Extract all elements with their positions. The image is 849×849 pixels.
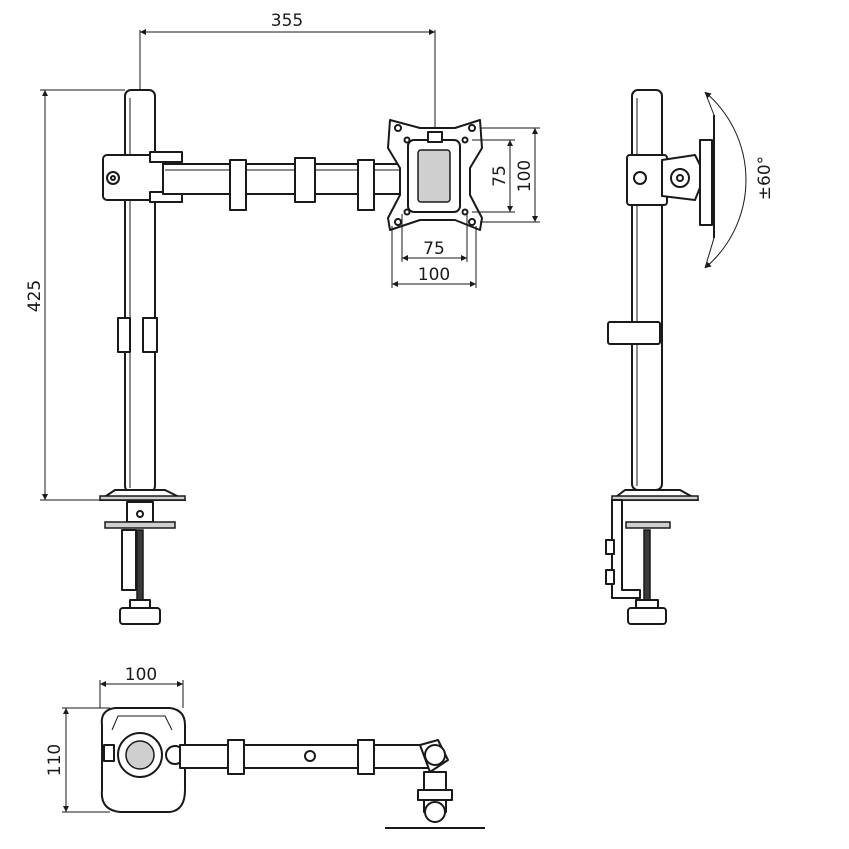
front-view	[99, 89, 483, 625]
base-width-label: 100	[125, 665, 157, 685]
tilt-range-arc	[704, 91, 747, 269]
front-dimensions: 355 425 75 100 75 100	[25, 11, 540, 501]
side-view: ±60°	[605, 89, 775, 625]
front-clamp-top	[104, 521, 176, 529]
vesa-vertical-small-label: 75	[490, 165, 510, 187]
front-height-collar	[117, 317, 131, 353]
vesa-horizontal-large-label: 100	[418, 265, 450, 285]
vesa-vertical-large-label: 100	[515, 160, 535, 192]
side-clamp-frame	[611, 499, 641, 599]
front-clamp-knob	[119, 607, 161, 625]
arm-reach-label: 355	[271, 11, 303, 31]
front-arm-tube	[162, 163, 414, 195]
front-clamp-screw	[136, 529, 144, 601]
side-clamp-knob	[627, 607, 667, 625]
total-height-label: 425	[25, 280, 45, 312]
tilt-angle-label: ±60°	[755, 156, 775, 200]
vesa-horizontal-small-label: 75	[423, 239, 445, 259]
top-dimensions: 100 110	[45, 665, 184, 813]
top-view	[100, 707, 485, 829]
base-depth-label: 110	[45, 744, 65, 776]
